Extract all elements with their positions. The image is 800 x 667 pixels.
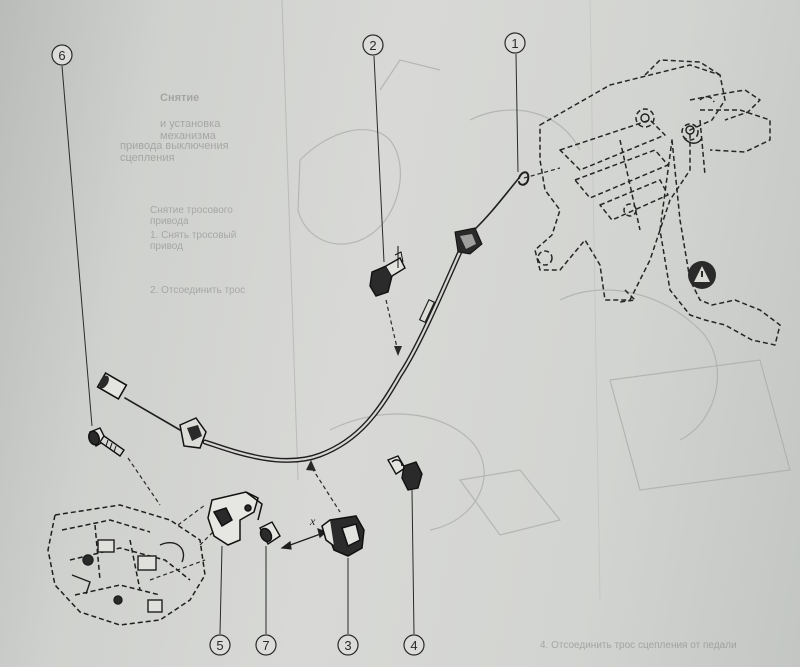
cable-end-fitting <box>96 371 128 401</box>
sheath-collar <box>418 298 436 324</box>
callout-5: 5 <box>209 634 231 656</box>
svg-text:2: 2 <box>369 38 376 53</box>
left-page-text: Снятие и установка механизма привода вык… <box>0 0 270 470</box>
part-5-bracket <box>207 491 263 546</box>
upper-grommet <box>454 227 483 255</box>
dimension-label: x <box>309 514 316 528</box>
part-3-arrow <box>306 460 316 471</box>
part-2-arrow <box>394 346 402 356</box>
bottom-text: 4. Отсоединить трос сцепления от педали <box>540 640 737 651</box>
callout-6: 6 <box>51 44 73 66</box>
part-7-sleeve <box>259 521 281 546</box>
left-line-3: Снятие тросового привода <box>150 205 233 227</box>
left-line-1: и установка механизма <box>160 118 221 142</box>
svg-text:1: 1 <box>511 36 518 51</box>
left-line-4: 1. Снять тросовый привод <box>150 230 237 252</box>
transmission-solid-details <box>71 539 185 613</box>
left-heading: Снятие <box>160 92 200 104</box>
page-divider <box>281 0 299 481</box>
left-line-5: 2. Отсоединить трос <box>150 285 246 296</box>
svg-text:5: 5 <box>216 638 223 653</box>
dimension-arrow <box>280 528 328 550</box>
svg-text:6: 6 <box>58 48 65 63</box>
svg-text:4: 4 <box>410 638 417 653</box>
callout-4: 4 <box>403 634 425 656</box>
part-2-install-line <box>385 299 399 353</box>
part-6-bolt <box>88 427 125 457</box>
part-4-clip <box>386 455 423 491</box>
callout-3: 3 <box>337 634 359 656</box>
pedal-solid-details <box>640 113 703 144</box>
callout-7: 7 <box>255 634 277 656</box>
ghost-illustrations <box>297 59 791 536</box>
part-2-clip <box>369 246 406 297</box>
svg-text:7: 7 <box>262 638 269 653</box>
clutch-cable <box>124 171 530 463</box>
part-3-install-line <box>311 467 341 513</box>
callout-2: 2 <box>362 34 384 56</box>
page-divider-right <box>589 0 601 601</box>
warning-triangle-icon <box>688 261 716 289</box>
pedal-assembly <box>534 59 781 346</box>
pedal-link-line <box>523 167 561 179</box>
left-line-2: привода выключения сцепления <box>120 140 229 164</box>
part-3-bracket <box>321 515 365 557</box>
svg-text:3: 3 <box>344 638 351 653</box>
lower-grommet <box>179 417 207 449</box>
leader-lines <box>61 53 519 635</box>
callout-1: 1 <box>504 32 526 54</box>
